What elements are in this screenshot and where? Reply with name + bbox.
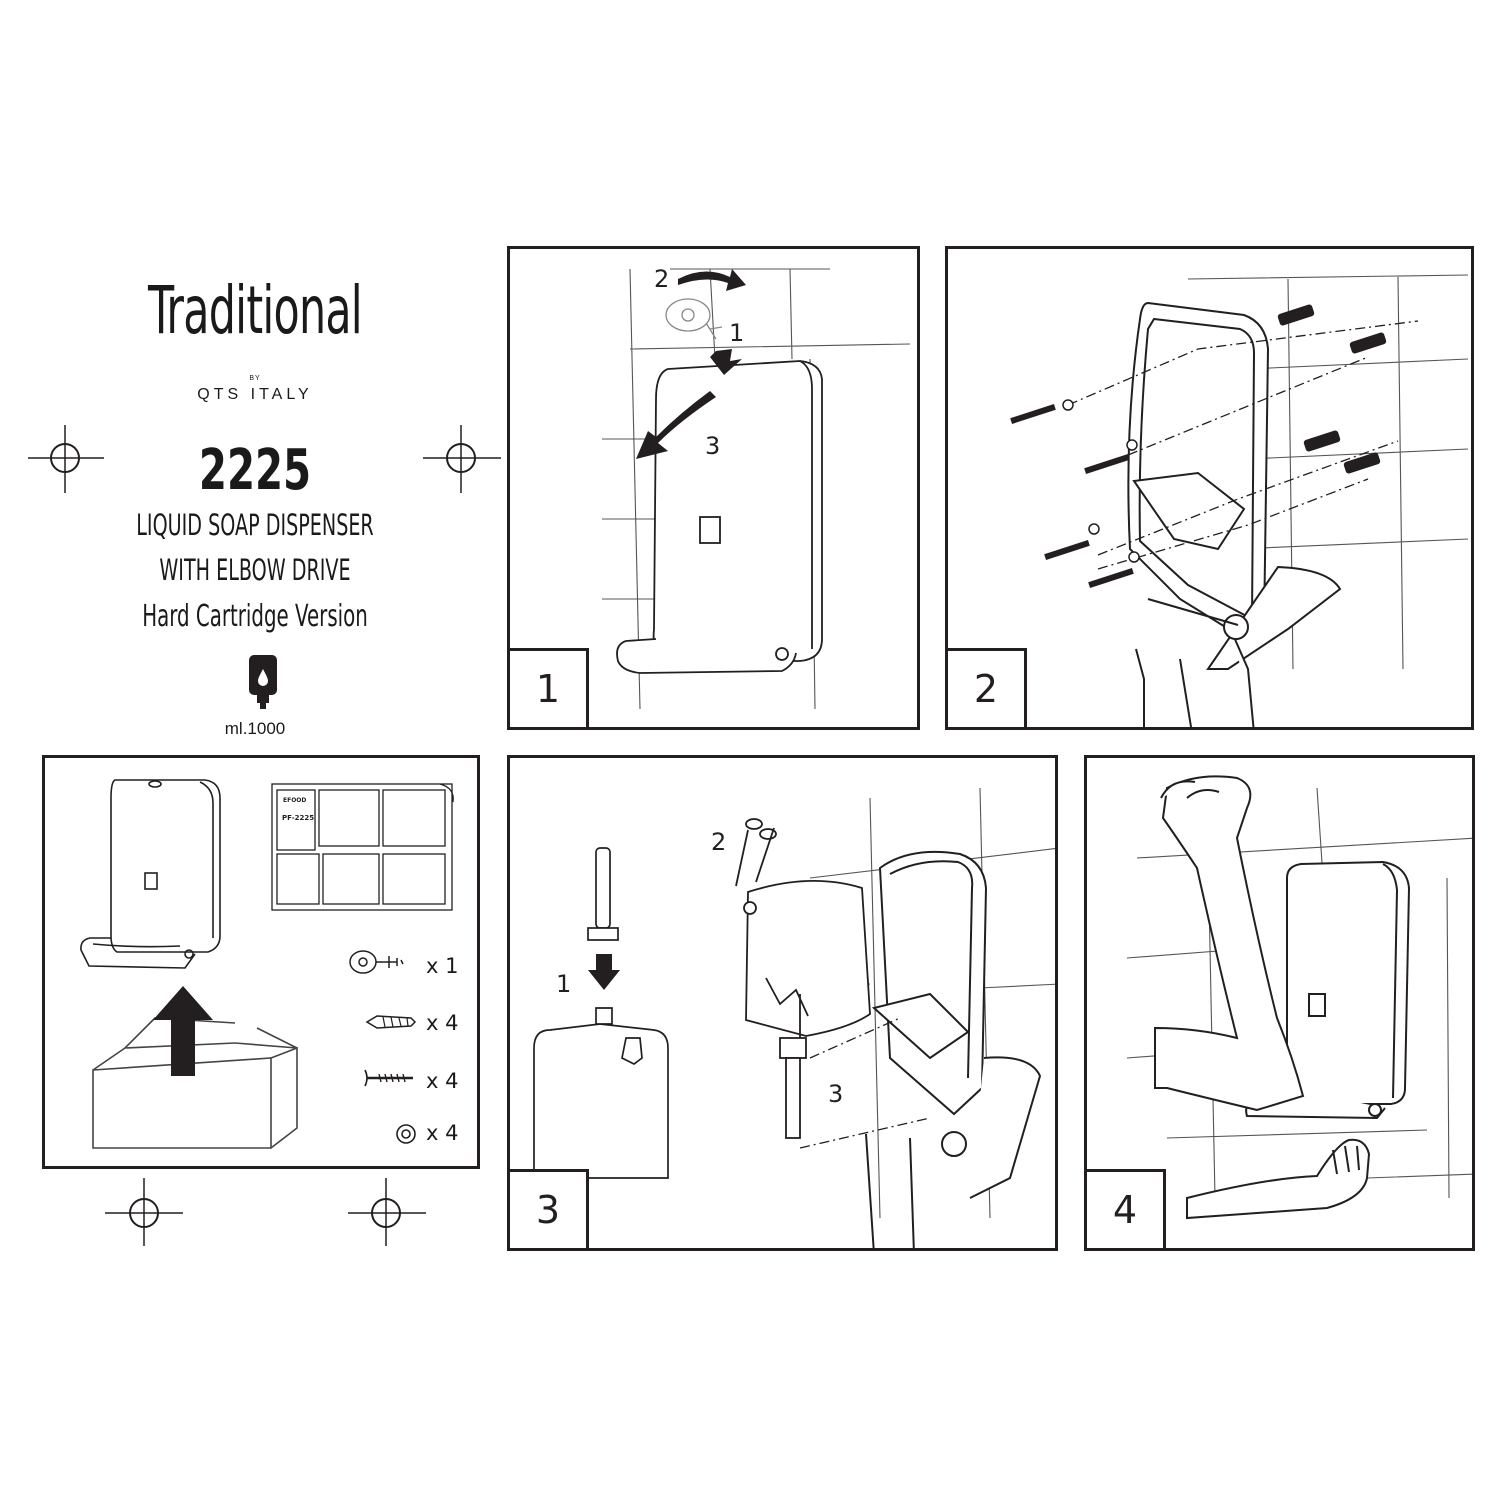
registration-mark-icon	[423, 425, 501, 493]
step-4-panel: 4	[1084, 755, 1475, 1251]
package-contents-panel: EFOOD PF-2225 x 1 x 4 x 4 x 4	[42, 755, 480, 1169]
step-2-illustration	[1010, 274, 1469, 727]
step-1-panel: 2 1 3 1	[507, 246, 920, 730]
svg-text:PF-2225: PF-2225	[282, 814, 314, 822]
product-description-line-1: LIQUID SOAP DISPENSER	[136, 508, 374, 542]
wall-plug-icon	[365, 1015, 417, 1029]
step-1-callout-3: 3	[705, 432, 721, 460]
washer-icon	[396, 1124, 416, 1144]
key-quantity: x 1	[426, 954, 459, 978]
step-3-panel: 2 1 3 3	[507, 755, 1058, 1251]
key-icon	[349, 950, 404, 974]
step-3-number: 3	[510, 1169, 589, 1248]
step-4-number: 4	[1087, 1169, 1166, 1248]
step-1-callout-1: 1	[729, 319, 745, 347]
step-1-number: 1	[510, 648, 589, 727]
wall-plug-quantity: x 4	[426, 1011, 459, 1035]
brand-title: Traditional	[148, 272, 363, 349]
step-1-illustration	[602, 268, 911, 710]
step-2-panel: 2	[945, 246, 1474, 730]
washer-quantity: x 4	[426, 1121, 459, 1145]
step-3-callout-1: 1	[556, 970, 572, 998]
svg-text:EFOOD: EFOOD	[283, 797, 306, 804]
registration-mark-icon	[348, 1178, 426, 1246]
step-4-illustration	[1126, 775, 1472, 1220]
step-3-illustration	[533, 787, 1055, 1248]
product-description-line-3: Hard Cartridge Version	[142, 599, 368, 634]
registration-mark-icon	[105, 1178, 183, 1246]
unboxing-illustration: EFOOD PF-2225	[80, 779, 454, 1149]
cartridge-icon	[249, 655, 277, 709]
screw-quantity: x 4	[426, 1069, 459, 1093]
cartridge-volume: ml.1000	[224, 719, 286, 738]
step-3-callout-2: 2	[711, 828, 727, 856]
brand-maker: QTS ITALY	[197, 386, 313, 403]
step-3-callout-3: 3	[828, 1080, 844, 1108]
registration-mark-icon	[28, 425, 104, 493]
brand-by-label: BY	[249, 375, 261, 382]
model-number: 2225	[198, 438, 312, 503]
step-1-callout-2: 2	[654, 265, 670, 293]
screw-icon	[364, 1069, 413, 1087]
step-2-number: 2	[948, 648, 1027, 727]
product-description-line-2: WITH ELBOW DRIVE	[159, 553, 351, 587]
